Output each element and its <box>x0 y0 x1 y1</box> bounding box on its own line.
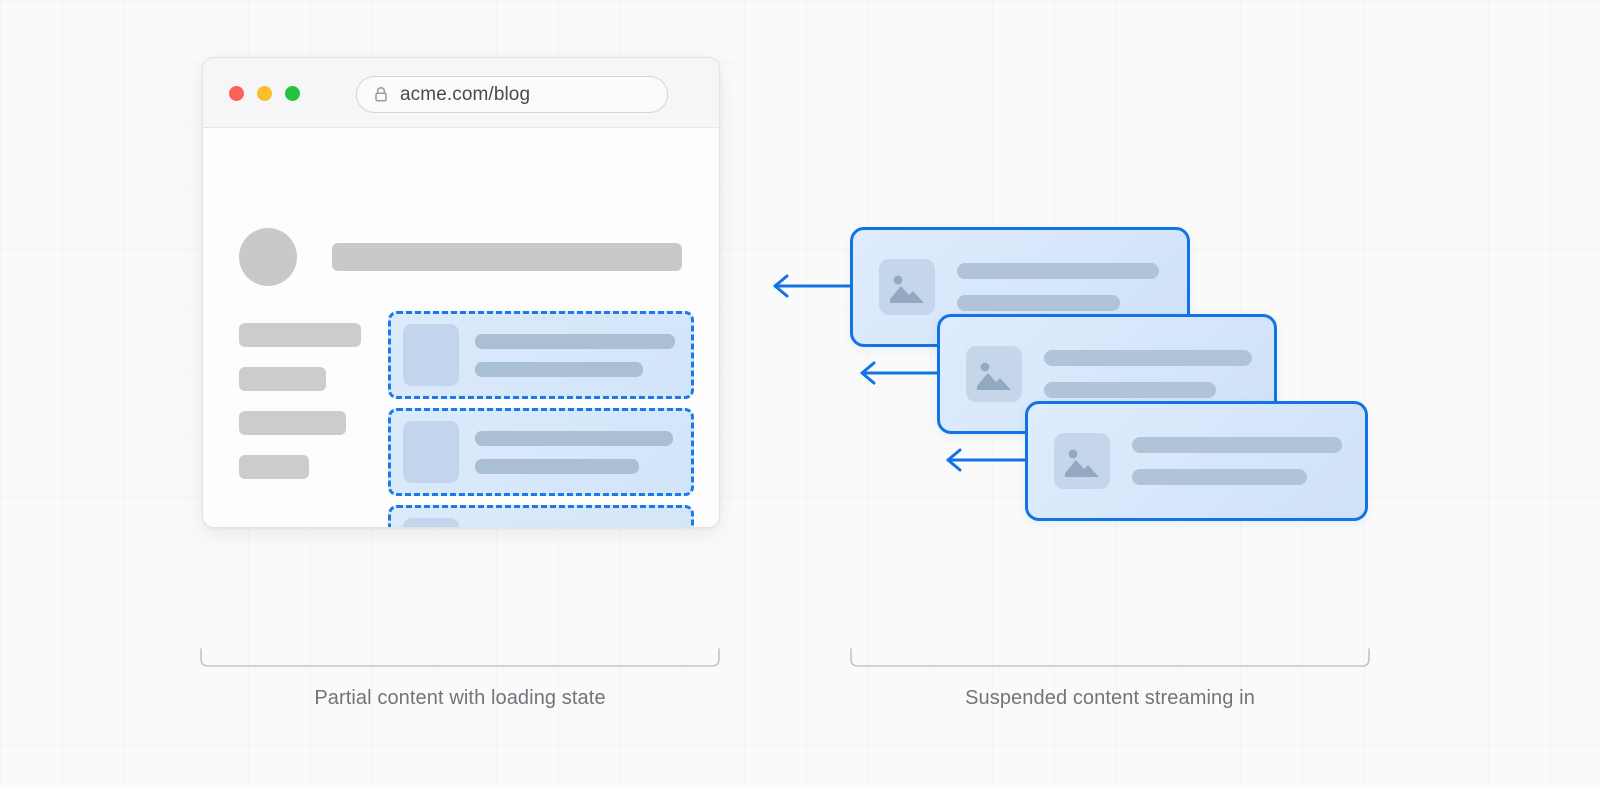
stream-arrow-3 <box>946 448 1027 472</box>
browser-content <box>203 128 719 529</box>
text-placeholder-line <box>1044 350 1252 366</box>
loading-card <box>388 408 694 496</box>
zoom-button[interactable] <box>285 86 300 101</box>
text-placeholder-group <box>957 263 1159 311</box>
loading-card <box>388 311 694 399</box>
text-placeholder-group <box>1044 350 1252 398</box>
text-placeholder-group <box>475 333 675 377</box>
text-placeholder-line <box>475 528 675 529</box>
image-placeholder <box>403 324 459 386</box>
text-placeholder-line <box>1132 469 1307 485</box>
close-button[interactable] <box>229 86 244 101</box>
left-caption-group: Partial content with loading state <box>200 648 720 710</box>
lock-icon <box>375 87 387 102</box>
image-icon <box>890 275 924 303</box>
skeleton-avatar <box>239 228 297 286</box>
stream-arrow-1 <box>773 274 852 298</box>
text-placeholder-line <box>957 295 1120 311</box>
traffic-lights <box>229 86 300 101</box>
text-placeholder-line <box>475 361 643 377</box>
skeleton-header-bar <box>332 243 682 271</box>
skeleton-nav-item <box>239 323 361 347</box>
loading-card-list <box>388 311 694 529</box>
image-thumbnail <box>966 346 1022 402</box>
text-placeholder-line <box>475 458 639 474</box>
text-placeholder-line <box>957 263 1159 279</box>
bracket-left <box>200 648 720 667</box>
bracket-right <box>850 648 1370 667</box>
url-text: acme.com/blog <box>400 84 531 105</box>
address-bar[interactable]: acme.com/blog <box>356 76 668 113</box>
text-placeholder-line <box>1044 382 1216 398</box>
browser-chrome: acme.com/blog <box>203 58 719 128</box>
skeleton-nav-item <box>239 455 309 479</box>
text-placeholder-line <box>475 333 675 349</box>
image-placeholder <box>403 421 459 483</box>
image-thumbnail <box>879 259 935 315</box>
text-placeholder-line <box>1132 437 1342 453</box>
image-thumbnail <box>1054 433 1110 489</box>
loading-card <box>388 505 694 529</box>
skeleton-nav-item <box>239 411 346 435</box>
browser-window: acme.com/blog <box>202 57 720 528</box>
skeleton-nav-list <box>239 323 361 499</box>
image-icon <box>977 362 1011 390</box>
text-placeholder-group <box>1132 437 1342 485</box>
minimize-button[interactable] <box>257 86 272 101</box>
stream-arrow-2 <box>860 361 939 385</box>
image-placeholder <box>403 518 459 527</box>
right-caption-group: Suspended content streaming in <box>850 648 1370 710</box>
text-placeholder-group <box>475 430 673 474</box>
caption-right: Suspended content streaming in <box>965 687 1255 709</box>
text-placeholder-line <box>475 430 673 446</box>
image-icon <box>1065 449 1099 477</box>
text-placeholder-group <box>475 528 675 529</box>
skeleton-nav-item <box>239 367 326 391</box>
suspended-card <box>1025 401 1368 521</box>
caption-left: Partial content with loading state <box>314 687 606 709</box>
